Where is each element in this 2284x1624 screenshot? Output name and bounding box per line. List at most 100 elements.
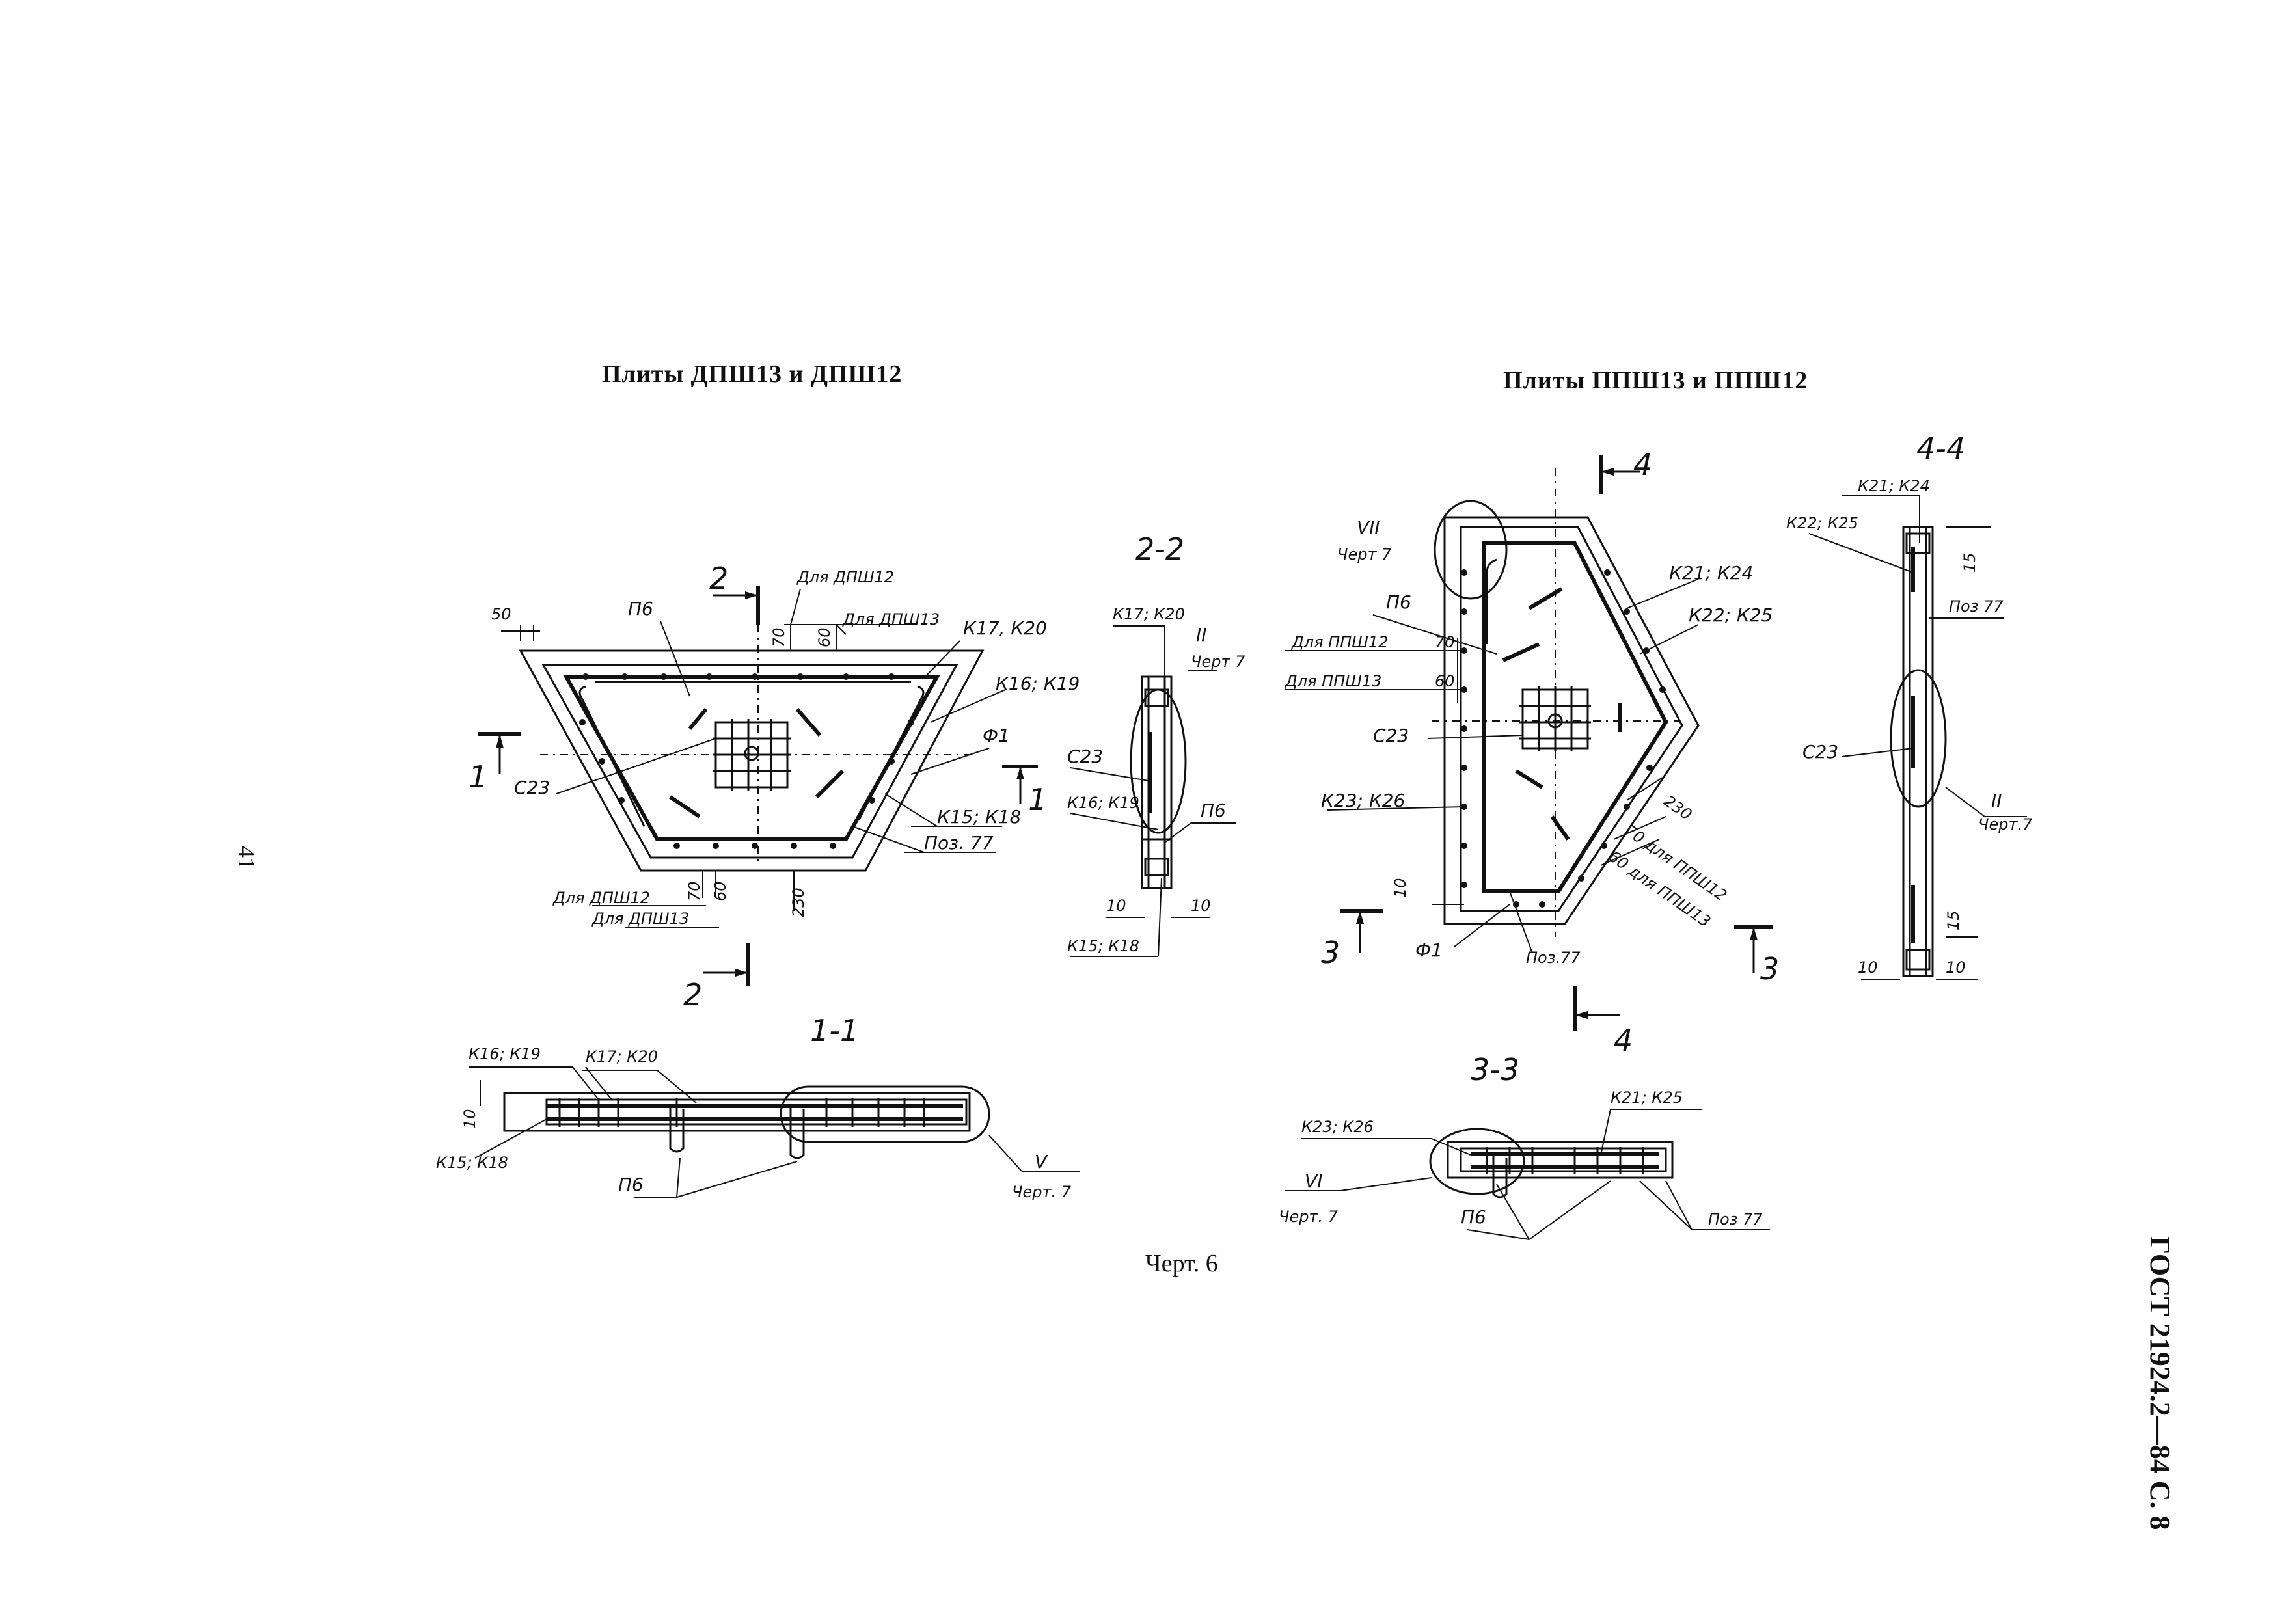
right-bar-dots [1461, 569, 1666, 908]
section-mark-3-right: 3 [1760, 951, 1779, 986]
right-p6-bar-1 [1502, 642, 1540, 662]
s11-label-p6: П6 [618, 1174, 644, 1195]
s33-label-p6: П6 [1461, 1206, 1486, 1228]
s44-dim-15-bottom: 15 [1944, 910, 1963, 930]
s11-loop-2 [789, 1106, 805, 1159]
right-frame-k22 [1486, 558, 1497, 644]
label-f1: Ф1 [983, 725, 1010, 746]
section-mark-4-top: 4 [1633, 447, 1652, 482]
left-plate-inner-outline [541, 664, 958, 859]
right-label-p6: П6 [1386, 591, 1411, 613]
label-for-dpsh12-top: Для ДПШ12 [796, 568, 894, 586]
s44-node-ref: II [1991, 790, 2002, 811]
s11-label-k15-k18: К15; К18 [436, 1154, 508, 1172]
s33-node-sheet: Черт. 7 [1279, 1208, 1339, 1226]
leader-c23 [556, 738, 716, 794]
left-p6-bar-1 [688, 708, 708, 730]
left-p6-bar-2 [795, 708, 822, 737]
right-label-k21-k24: К21; К24 [1669, 562, 1753, 584]
dim-70-top: 70 [770, 627, 788, 647]
section-2-2: 2-2 К17; К20 II Черт 7 С23 К16; К19 [1067, 532, 1245, 957]
dim-60-bottom: 60 [711, 881, 729, 901]
right-mesh-c23 [1519, 686, 1591, 751]
section-1-1: 1-1 [436, 1013, 1080, 1201]
section-3-3: 3-3 [1279, 1052, 1770, 1240]
right-node-sheet: Черт 7 [1337, 545, 1392, 563]
s33-node-ref: VI [1305, 1171, 1322, 1192]
left-p6-bar-3 [815, 769, 845, 799]
right-label-f1: Ф1 [1415, 940, 1443, 961]
right-label-k22-k25: К22; К25 [1689, 604, 1773, 626]
right-label-k23-k26: К23; К26 [1321, 790, 1405, 811]
s11-label-k16-k19: К16; К19 [469, 1045, 541, 1063]
s44-label-poz77: Поз 77 [1949, 597, 2004, 616]
section-4-4: 4-4 К21; К24 К22; К25 15 Поз [1786, 431, 2033, 980]
left-frame-k19 [858, 685, 925, 820]
right-label-poz77: Поз.77 [1526, 949, 1581, 967]
right-dim-10: 10 [1391, 878, 1409, 898]
section-mark-2-top: 2 [709, 561, 728, 596]
section-mark-3-left: 3 [1321, 935, 1340, 970]
s22-label-c23: С23 [1067, 746, 1103, 767]
s33-label-k21-k25: К21; К25 [1611, 1089, 1683, 1107]
section-1-1-title: 1-1 [810, 1013, 859, 1048]
s22-node-ref: II [1196, 624, 1207, 645]
s11-node-ref: V [1035, 1151, 1048, 1172]
s22-node-sheet: Черт 7 [1191, 653, 1245, 671]
label-p6: П6 [628, 598, 653, 619]
right-plate-outline [1443, 516, 1700, 925]
left-frame-k15 [562, 675, 941, 841]
s44-label-k21-k24: К21; К24 [1858, 477, 1930, 495]
label-for-dpsh12-bottom: Для ДПШ12 [552, 889, 650, 907]
s22-label-p6: П6 [1201, 800, 1226, 821]
s11-stirrups [558, 1098, 925, 1127]
left-plan: 50 П6 2 Для ДПШ12 Для ДПШ13 70 60 К17, К… [469, 561, 1080, 1012]
right-p6-bar-4 [1550, 815, 1570, 841]
right-p6-bar-2 [1528, 587, 1563, 610]
left-plate-outline [519, 649, 985, 872]
section-mark-1-left: 1 [469, 759, 487, 794]
s11-node-sheet: Черт. 7 [1012, 1183, 1072, 1201]
left-bar-dots [579, 673, 914, 849]
left-block-title: Плиты ДПШ13 и ДПШ12 [602, 360, 903, 388]
right-label-c23: С23 [1373, 725, 1409, 746]
right-dim-70: 70 [1435, 633, 1455, 651]
s33-node-outline [1429, 1128, 1525, 1195]
section-mark-4-bottom: 4 [1614, 1023, 1633, 1058]
section-mark-1-right: 1 [1028, 782, 1047, 817]
s22-label-k15-k18: К15; К18 [1067, 937, 1139, 955]
section-4-4-title: 4-4 [1916, 431, 1965, 466]
label-poz77: Поз. 77 [924, 832, 994, 854]
dim-230: 230 [789, 887, 808, 917]
left-frame-k16 [578, 685, 646, 827]
label-k16-k19: К16; К19 [996, 673, 1080, 694]
s22-label-k17-k20: К17; К20 [1113, 605, 1185, 623]
s11-dim-10: 10 [461, 1109, 479, 1129]
leader-p6 [660, 621, 690, 697]
s33-stirrups [1486, 1147, 1644, 1174]
s22-dim-10-right: 10 [1191, 897, 1211, 915]
right-plan: 4 VII Черт 7 П6 Для ППШ12 Для ППШ13 70 6… [1285, 447, 1779, 1058]
right-label-for-ppsh13: Для ППШ13 [1285, 672, 1381, 690]
s44-dim-10-right: 10 [1946, 958, 1966, 977]
section-mark-2-bottom: 2 [683, 977, 702, 1012]
figure-caption: Черт. 6 [1145, 1250, 1218, 1277]
s22-dim-10-left: 10 [1106, 897, 1126, 915]
s11-node-outline [780, 1085, 990, 1143]
s22-label-k16-k19: К16; К19 [1067, 794, 1139, 812]
s33-label-k23-k26: К23; К26 [1301, 1118, 1374, 1136]
s11-loop-1 [669, 1106, 685, 1153]
right-plate-inner-outline [1460, 526, 1683, 912]
left-p6-bar-4 [669, 795, 701, 819]
s11-label-k17-k20: К17; К20 [586, 1048, 658, 1066]
dim-60-top: 60 [815, 627, 834, 647]
s33-label-poz77: Поз 77 [1708, 1210, 1763, 1228]
right-label-for-ppsh12: Для ППШ12 [1291, 633, 1388, 651]
right-frame [1482, 541, 1668, 893]
label-k15-k18: К15; К18 [937, 806, 1021, 828]
dim-50: 50 [491, 605, 511, 623]
label-for-dpsh13-bottom: Для ДПШ13 [591, 910, 689, 928]
right-dim-230: 230 [1661, 792, 1696, 824]
